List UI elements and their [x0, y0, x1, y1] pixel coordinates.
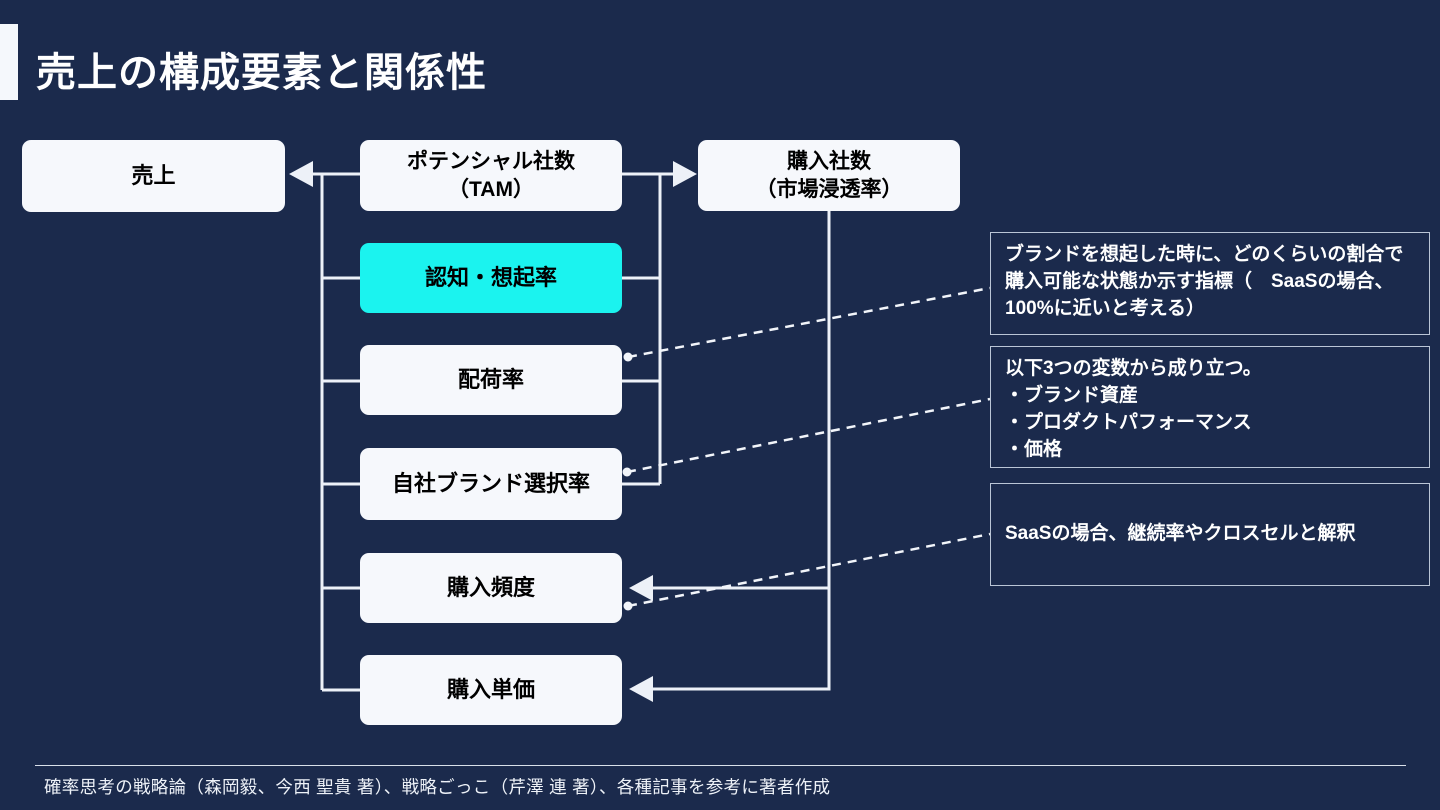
- annotation-brand-choice-note: 以下3つの変数から成り立つ。 ・ブランド資産 ・プロダクトパフォーマンス ・価格: [990, 346, 1430, 468]
- page-title: 売上の構成要素と関係性: [36, 51, 487, 95]
- dashed-link-dots: [622, 352, 633, 611]
- arrow-into-buyers: [673, 161, 697, 187]
- node-distribution-rate: 配荷率: [360, 345, 622, 415]
- title-accent-bar: [0, 24, 18, 100]
- arrow-into-unit-price: [629, 676, 653, 702]
- footer-divider: [35, 765, 1406, 766]
- node-buying-companies: 購入社数 （市場浸透率）: [698, 140, 960, 211]
- node-revenue: 売上: [22, 140, 285, 212]
- annotation-awareness-note: ブランドを想起した時に、どのくらいの割合で購入可能な状態か示す指標（ SaaSの…: [990, 232, 1430, 335]
- arrow-into-frequency: [629, 575, 653, 601]
- node-potential-companies-tam: ポテンシャル社数 （TAM）: [360, 140, 622, 211]
- footer-source-credit: 確率思考の戦略論（森岡毅、今西 聖貴 著）、戦略ごっこ（芹澤 連 著）、各種記事…: [44, 777, 831, 797]
- node-purchase-frequency: 購入頻度: [360, 553, 622, 623]
- node-purchase-unit-price: 購入単価: [360, 655, 622, 725]
- arrow-into-revenue: [289, 161, 313, 187]
- node-own-brand-choice-rate: 自社ブランド選択率: [360, 448, 622, 520]
- annotation-frequency-note: SaaSの場合、継続率やクロスセルと解釈: [990, 483, 1430, 586]
- node-awareness-recall-rate: 認知・想起率: [360, 243, 622, 313]
- dashed-annotation-links: [626, 286, 991, 608]
